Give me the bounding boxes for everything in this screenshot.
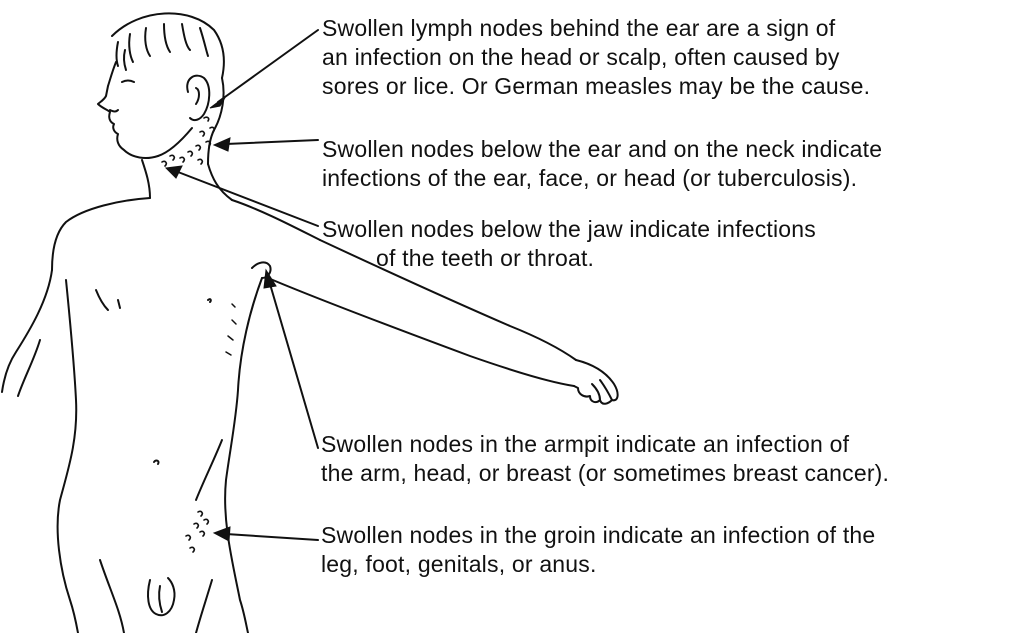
callout-line: the arm, head, or breast (or sometimes b… [321,459,889,488]
callout-line: Swollen nodes below the ear and on the n… [322,135,882,164]
leader-line-neck [214,138,318,151]
finger-1 [600,380,612,400]
finger-2 [592,384,600,400]
callout-line: infections of the ear, face, or head (or… [322,164,882,193]
nostril [110,110,118,112]
callout-line: of the teeth or throat. [322,244,816,273]
torso-right-side [225,278,262,633]
leader-line-armpit [264,270,318,448]
leader-line-behind-ear [210,30,318,108]
genitals-detail [159,586,162,612]
hair [112,13,224,78]
callout-line: sores or lice. Or German measles may be … [322,72,870,101]
eye [122,81,134,83]
face-profile [98,62,158,158]
callout-groin: Swollen nodes in the groin indicate an i… [321,521,875,579]
neck-back [208,164,232,200]
left-arm-inner [18,340,40,396]
callout-line: Swollen lymph nodes behind the ear are a… [322,14,870,43]
hip-right [196,440,222,500]
callout-neck: Swollen nodes below the ear and on the n… [322,135,882,193]
callout-armpit: Swollen nodes in the armpit indicate an … [321,430,889,488]
leader-line-groin [214,527,318,541]
lymph-nodes-groin [186,511,208,552]
arm-lower [268,278,574,386]
torso-left-side [58,280,78,633]
rib-marks [226,304,236,355]
left-shoulder [52,198,150,270]
jaw [158,128,192,156]
callout-line: Swollen nodes in the groin indicate an i… [321,521,875,550]
neck-front [142,160,150,198]
lymph-nodes-neck [162,117,214,166]
leader-line-jaw [166,166,318,226]
callout-line: an infection on the head or scalp, often… [322,43,870,72]
head-back [208,78,224,164]
nipple [208,299,211,302]
right-shoulder [232,200,320,240]
callout-line: Swollen nodes below the jaw indicate inf… [322,215,816,244]
chest-line [96,290,108,310]
ear-inner [196,88,199,104]
leg-right [196,580,212,633]
callout-line: Swollen nodes in the armpit indicate an … [321,430,889,459]
callout-behind-ear: Swollen lymph nodes behind the ear are a… [322,14,870,101]
leg-left [100,560,124,633]
callout-jaw: Swollen nodes below the jaw indicate inf… [322,215,816,273]
callout-line: leg, foot, genitals, or anus. [321,550,875,579]
mark [118,300,120,308]
navel [154,461,159,464]
